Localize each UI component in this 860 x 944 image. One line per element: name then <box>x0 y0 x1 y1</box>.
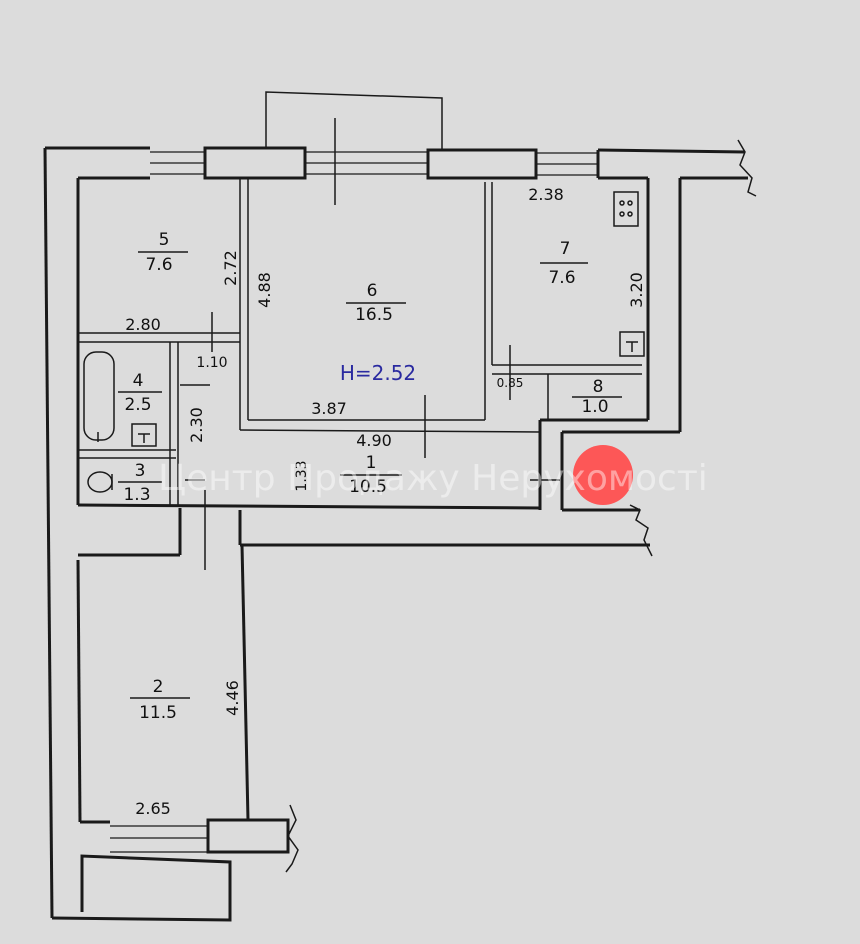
room-5-number: 5 <box>159 230 170 250</box>
room-6-number: 6 <box>367 281 378 301</box>
room-2-number: 2 <box>153 677 164 697</box>
dim-2-65: 2.65 <box>135 799 171 818</box>
room-labels: 5 7.6 6 16.5 7 7.6 4 2.5 8 1.0 3 1.3 1 1… <box>118 230 622 723</box>
dim-3-20: 3.20 <box>627 272 646 308</box>
dim-2-38: 2.38 <box>528 185 564 204</box>
room-3-number: 3 <box>135 461 146 481</box>
dim-3-87: 3.87 <box>311 399 347 418</box>
dim-0-85: 0.85 <box>497 376 524 390</box>
dim-1-33: 1.33 <box>294 460 310 491</box>
red-marker <box>573 445 633 505</box>
room-4-area: 2.5 <box>124 395 151 415</box>
dim-4-88: 4.88 <box>255 272 274 308</box>
room-6-area: 16.5 <box>355 305 393 325</box>
walls <box>43 91 757 922</box>
room-1-area: 10.5 <box>349 477 387 497</box>
dim-2-72: 2.72 <box>221 250 240 286</box>
room-3-area: 1.3 <box>123 485 150 505</box>
room-8-number: 8 <box>593 377 604 397</box>
room-4-number: 4 <box>133 371 144 391</box>
dim-2-80: 2.80 <box>125 315 161 334</box>
room-8-area: 1.0 <box>581 397 608 417</box>
room-2-area: 11.5 <box>139 703 177 723</box>
room-7-number: 7 <box>560 239 571 259</box>
dim-2-30: 2.30 <box>187 407 206 443</box>
dim-4-90: 4.90 <box>356 431 392 450</box>
room-7-area: 7.6 <box>548 268 575 288</box>
dim-4-46: 4.46 <box>223 680 242 716</box>
watermark: Центр Продажу Нерухомості <box>158 458 708 499</box>
dimension-labels: 2.72 2.80 4.88 3.87 4.90 2.38 3.20 0.85 … <box>125 185 646 818</box>
dim-1-10: 1.10 <box>196 355 227 371</box>
room-1-number: 1 <box>366 453 377 473</box>
ceiling-height: H=2.52 <box>340 361 416 385</box>
room-5-area: 7.6 <box>145 255 172 275</box>
